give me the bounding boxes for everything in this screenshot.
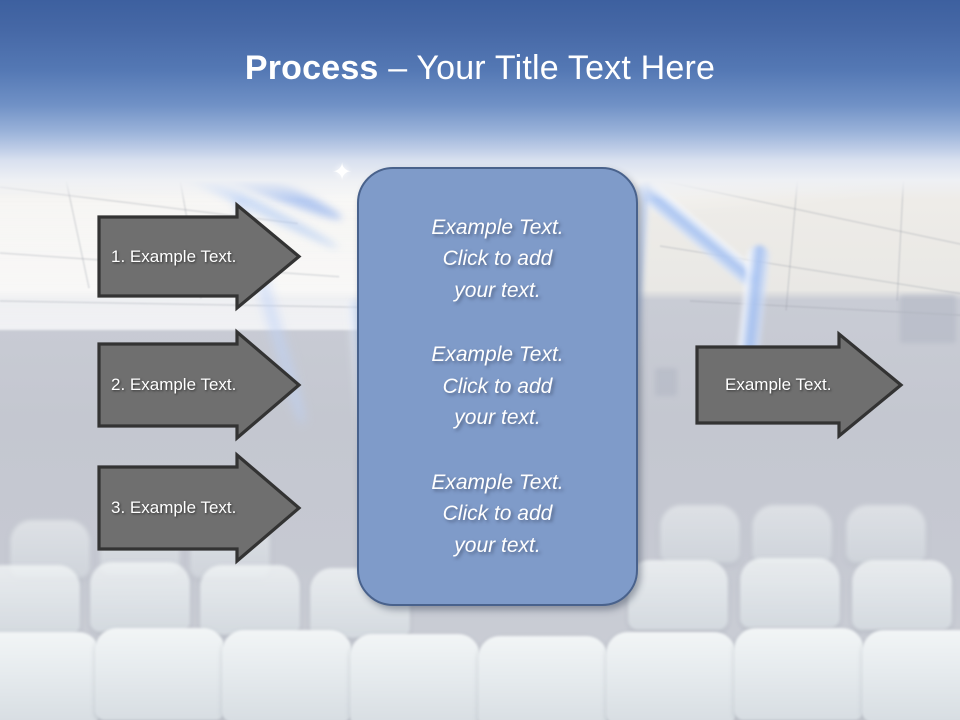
panel-text-block-2[interactable]: Example Text. Click to add your text. xyxy=(431,343,564,430)
process-arrow-3[interactable]: 3. Example Text. xyxy=(97,451,315,565)
seat xyxy=(846,505,926,563)
seat xyxy=(95,628,225,720)
seat xyxy=(200,565,300,635)
seat xyxy=(90,562,190,632)
seat xyxy=(606,632,736,720)
seat xyxy=(478,636,608,720)
panel-text-block-3[interactable]: Example Text. Click to add your text. xyxy=(431,470,564,557)
seat xyxy=(740,558,840,628)
page-title-light: – Your Title Text Here xyxy=(378,49,716,87)
seat xyxy=(852,560,952,630)
arrow-shape-icon xyxy=(97,451,302,565)
seat xyxy=(222,630,352,720)
wall-panel xyxy=(900,295,956,343)
arrow-shape-icon xyxy=(97,328,302,442)
process-arrow-3-label: 3. Example Text. xyxy=(111,498,237,517)
title-band xyxy=(0,0,960,200)
process-arrow-1[interactable]: 1. Example Text. xyxy=(97,201,315,312)
page-title-strong: Process xyxy=(244,49,379,87)
seat xyxy=(350,634,480,720)
process-arrow-1-label: 1. Example Text. xyxy=(111,246,237,266)
seat xyxy=(734,628,864,720)
page-title: Process – Your Title Text Here xyxy=(0,49,960,87)
center-content-panel[interactable]: Example Text. Click to add your text. Ex… xyxy=(357,167,638,606)
process-arrow-output[interactable]: Example Text. xyxy=(695,330,933,440)
seat xyxy=(0,632,100,720)
process-arrow-2[interactable]: 2. Example Text. xyxy=(97,328,315,442)
process-arrow-output-label: Example Text. xyxy=(725,375,832,394)
seat xyxy=(862,630,960,720)
seat xyxy=(752,505,832,563)
arrow-shape-icon xyxy=(97,201,302,312)
panel-text-block-1[interactable]: Example Text. Click to add your text. xyxy=(431,215,564,302)
seat xyxy=(660,505,740,563)
seat xyxy=(628,560,728,630)
seat xyxy=(0,565,80,635)
arrow-shape-icon xyxy=(695,330,904,440)
wall-panel xyxy=(655,368,677,396)
process-arrow-2-label: 2. Example Text. xyxy=(111,375,237,394)
